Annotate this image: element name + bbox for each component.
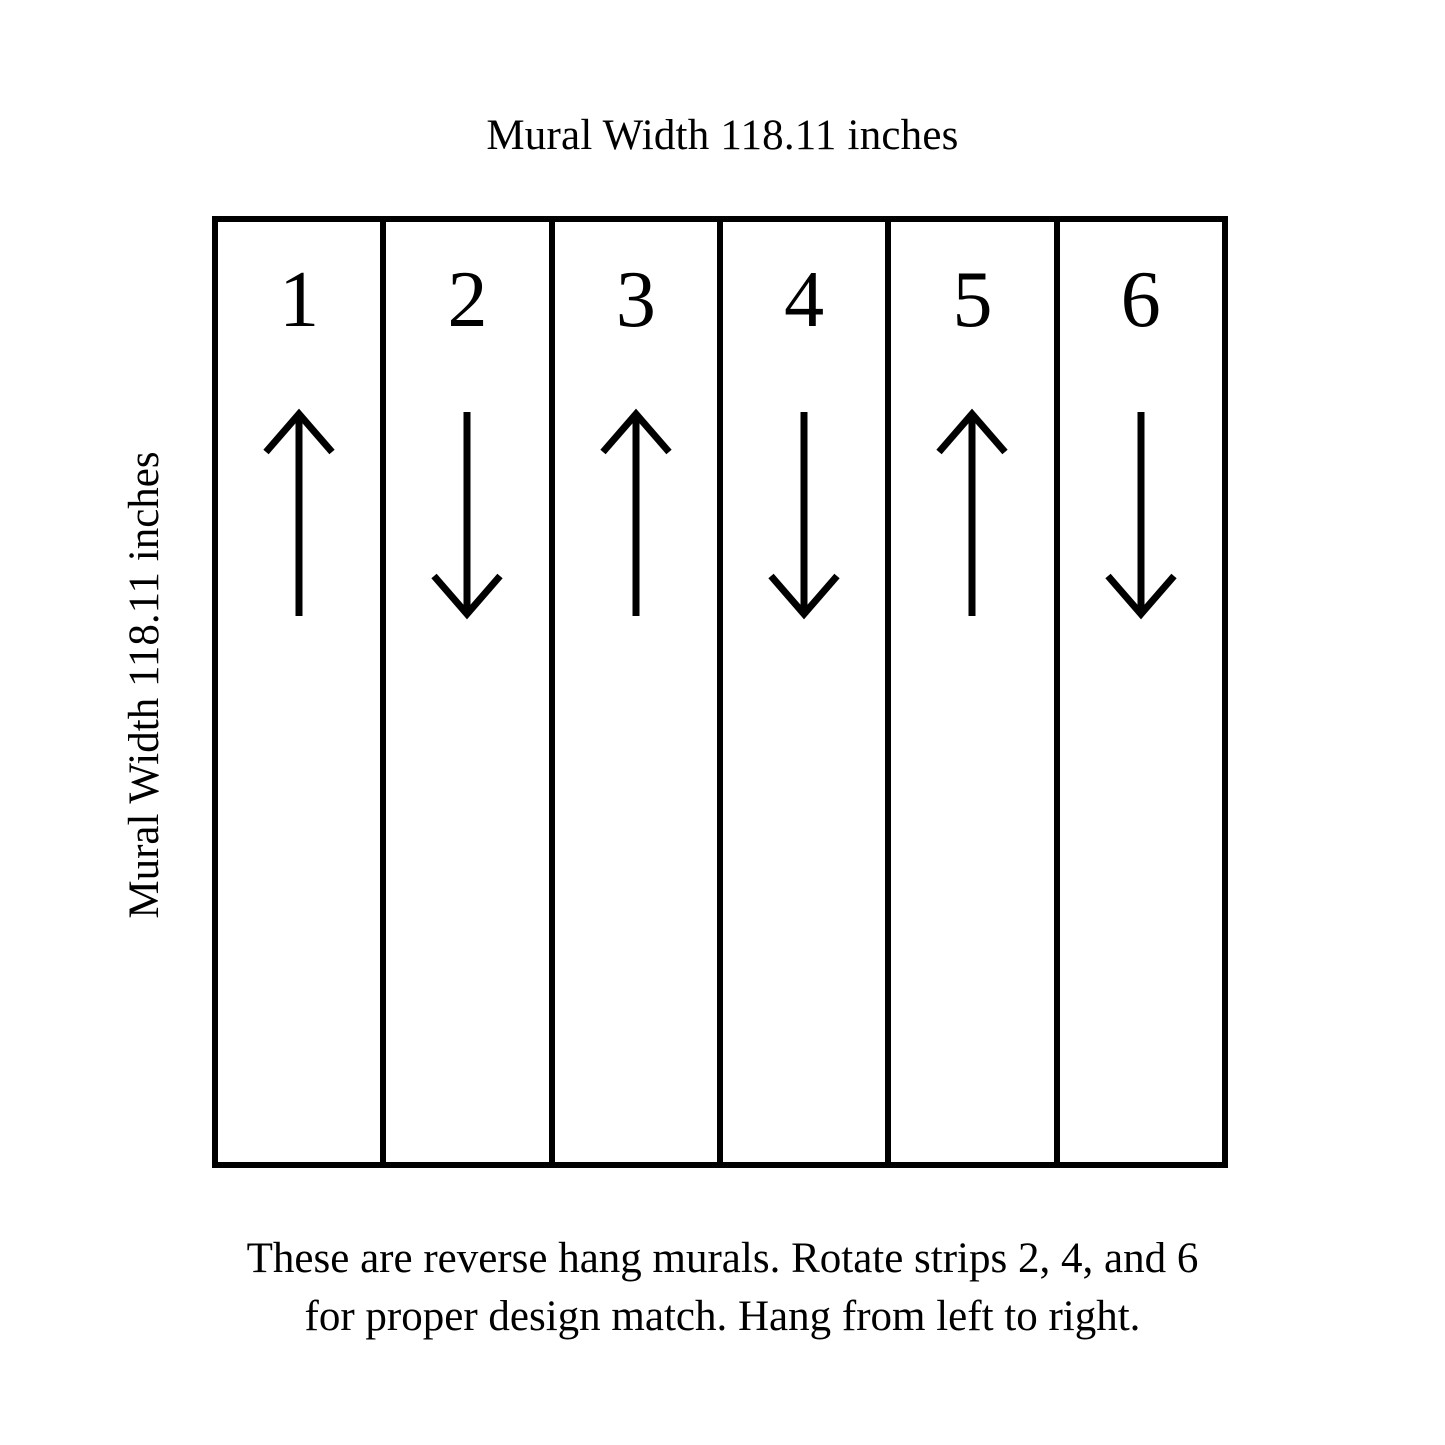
mural-width-top-label: Mural Width 118.11 inches (486, 112, 959, 159)
mural-strip-2[interactable]: 2 (386, 222, 555, 1162)
arrow-up-icon (259, 408, 339, 620)
mural-strip-5[interactable]: 5 (891, 222, 1060, 1162)
arrow-down-icon (764, 408, 844, 620)
caption-line-1: These are reverse hang murals. Rotate st… (246, 1235, 1199, 1282)
strip-number-label: 4 (784, 256, 825, 344)
mural-width-left-label: Mural Width 118.11 inches (121, 451, 168, 919)
strip-number-label: 1 (279, 256, 320, 344)
mural-strip-6[interactable]: 6 (1059, 222, 1222, 1162)
arrow-up-icon (596, 408, 676, 620)
strip-number-label: 6 (1120, 256, 1161, 344)
arrow-down-icon (427, 408, 507, 620)
mural-strip-3[interactable]: 3 (554, 222, 723, 1162)
mural-strip-4[interactable]: 4 (722, 222, 892, 1162)
mural-strip-diagram: 1 2 3 (212, 216, 1228, 1168)
caption-line-2: for proper design match. Hang from left … (304, 1293, 1141, 1340)
arrow-down-icon (1101, 408, 1181, 620)
strip-number-label: 5 (952, 256, 993, 344)
arrow-up-icon (932, 408, 1012, 620)
hanging-instructions-caption: These are reverse hang murals. Rotate st… (0, 1230, 1445, 1346)
strip-number-label: 2 (447, 256, 488, 344)
strip-number-label: 3 (615, 256, 656, 344)
mural-strip-1[interactable]: 1 (218, 222, 387, 1162)
